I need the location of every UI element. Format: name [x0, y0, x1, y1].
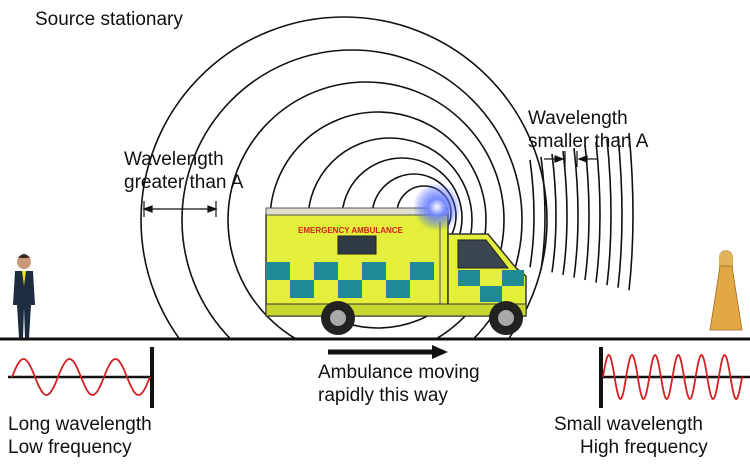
wavelength-greater-arrow	[142, 201, 218, 217]
label-ambulance-moving-1: Ambulance moving	[318, 362, 480, 383]
battenburg-pattern	[266, 262, 524, 302]
low-frequency-wave-panel	[8, 347, 154, 408]
compressed-wavefront-arc	[595, 141, 601, 283]
compressed-wavefront-arc	[540, 156, 546, 270]
label-low-frequency: Low frequency	[8, 437, 132, 458]
wavelength-smaller-arrows	[544, 151, 598, 167]
sound-wavefronts	[0, 16, 750, 471]
label-small-wavelength: Small wavelength	[554, 414, 703, 435]
high-frequency-wave-panel	[599, 347, 750, 408]
label-source-stationary: Source stationary	[35, 9, 183, 30]
label-wavelength-smaller-1: Wavelength	[528, 108, 628, 129]
label-wavelength-smaller-2: smaller than A	[528, 131, 649, 152]
high-frequency-wave	[602, 353, 743, 401]
label-wavelength-greater-1: Wavelength	[124, 149, 224, 170]
compressed-wavefront-arc	[573, 147, 579, 278]
compressed-wavefront-arc	[562, 150, 568, 276]
ambulance-lettering: EMERGENCY AMBULANCE	[298, 226, 404, 235]
compressed-wavefront-arc	[628, 132, 634, 291]
direction-arrow	[328, 345, 448, 359]
compressed-wavefront-arc	[584, 144, 590, 281]
compressed-wavefront-arc	[606, 138, 612, 286]
low-frequency-wave	[11, 358, 151, 396]
wheel-front	[489, 301, 523, 335]
ambulance: EMERGENCY AMBULANCE	[265, 183, 527, 335]
wheel-rear	[321, 301, 355, 335]
listener-right-woman	[709, 250, 743, 331]
compressed-wavefront-arc	[529, 159, 535, 268]
compressed-wavefront-arc	[617, 135, 623, 288]
listener-left-man	[13, 254, 35, 338]
label-high-frequency: High frequency	[580, 437, 708, 458]
label-long-wavelength: Long wavelength	[8, 414, 152, 435]
siren-light	[413, 183, 461, 231]
compressed-wavefronts	[529, 132, 634, 291]
below-ground-mask	[0, 340, 750, 471]
compressed-wavefront-arc	[551, 153, 557, 273]
label-wavelength-greater-2: greater than A	[124, 172, 244, 193]
label-ambulance-moving-2: rapidly this way	[318, 385, 448, 406]
